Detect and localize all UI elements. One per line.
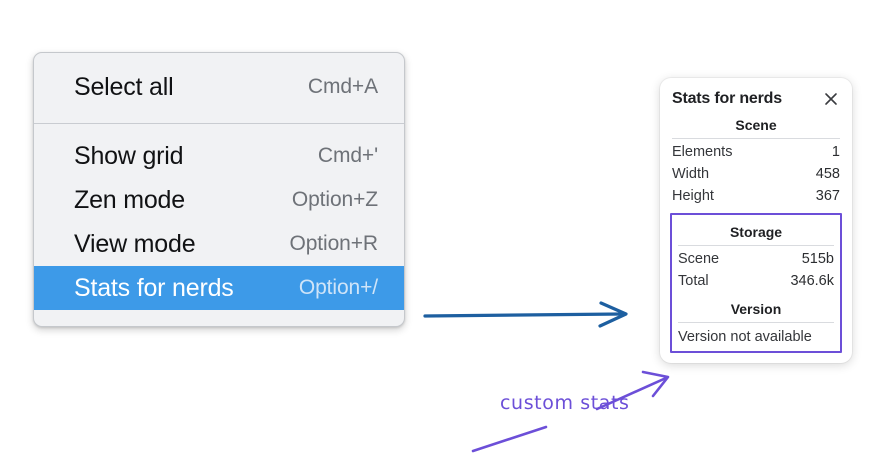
table-row: Height 367 xyxy=(660,185,852,207)
context-menu[interactable]: Select all Cmd+A Show grid Cmd+' Zen mod… xyxy=(33,52,405,327)
version-text: Version not available xyxy=(678,329,812,345)
scene-section: Scene Elements 1 Width 458 Height 367 xyxy=(660,108,852,207)
stat-label: Elements xyxy=(672,144,733,160)
table-row: Total 346.6k xyxy=(672,270,840,292)
menu-item-stats-for-nerds[interactable]: Stats for nerds Option+/ xyxy=(34,266,404,310)
menu-item-zen-mode[interactable]: Zen mode Option+Z xyxy=(34,178,404,222)
menu-item-shortcut: Option+Z xyxy=(291,188,378,211)
stats-for-nerds-panel: Stats for nerds Scene Elements 1 Width 4… xyxy=(660,78,852,363)
storage-heading: Storage xyxy=(729,224,783,240)
menu-item-label: Show grid xyxy=(74,141,184,170)
menu-group-1: Select all Cmd+A xyxy=(34,53,404,123)
section-divider xyxy=(672,138,840,139)
stat-value: 367 xyxy=(815,188,840,204)
menu-divider xyxy=(34,123,404,124)
version-heading: Version xyxy=(730,301,782,317)
blue-arrow-icon xyxy=(423,301,628,328)
menu-item-view-mode[interactable]: View mode Option+R xyxy=(34,222,404,266)
menu-item-label: Select all xyxy=(74,72,174,101)
table-row: Scene 515b xyxy=(672,248,840,270)
stat-label: Scene xyxy=(678,251,720,267)
menu-item-show-grid[interactable]: Show grid Cmd+' xyxy=(34,134,404,178)
section-divider xyxy=(678,322,834,323)
stat-value: 515b xyxy=(801,251,834,267)
version-section: Version Version not available xyxy=(672,292,840,347)
table-row: Elements 1 xyxy=(660,141,852,163)
custom-stats-highlight-box: Storage Scene 515b Total 346.6k Version … xyxy=(670,213,842,353)
stat-label: Width xyxy=(672,166,710,182)
section-divider xyxy=(678,245,834,246)
menu-item-shortcut: Option+R xyxy=(289,232,378,255)
menu-item-select-all[interactable]: Select all Cmd+A xyxy=(34,65,404,109)
table-row: Width 458 xyxy=(660,163,852,185)
menu-item-shortcut: Cmd+A xyxy=(307,75,378,98)
menu-item-label: View mode xyxy=(74,229,196,258)
panel-title: Stats for nerds xyxy=(672,90,782,107)
panel-header: Stats for nerds xyxy=(660,88,852,108)
menu-item-label: Stats for nerds xyxy=(74,273,234,302)
annotation-label: custom stats xyxy=(500,392,630,414)
menu-item-shortcut: Option+/ xyxy=(298,276,378,299)
stat-value: 346.6k xyxy=(790,273,834,289)
stat-label: Height xyxy=(672,188,714,204)
scene-heading: Scene xyxy=(735,117,777,133)
menu-item-label: Zen mode xyxy=(74,185,185,214)
menu-item-shortcut: Cmd+' xyxy=(317,144,378,167)
purple-underline-stroke xyxy=(471,425,548,453)
close-icon[interactable] xyxy=(822,90,840,108)
storage-section: Storage Scene 515b Total 346.6k xyxy=(672,215,840,292)
stat-value: 458 xyxy=(815,166,840,182)
stat-label: Total xyxy=(678,273,709,289)
menu-group-2: Show grid Cmd+' Zen mode Option+Z View m… xyxy=(34,124,404,326)
stat-value: 1 xyxy=(831,144,840,160)
